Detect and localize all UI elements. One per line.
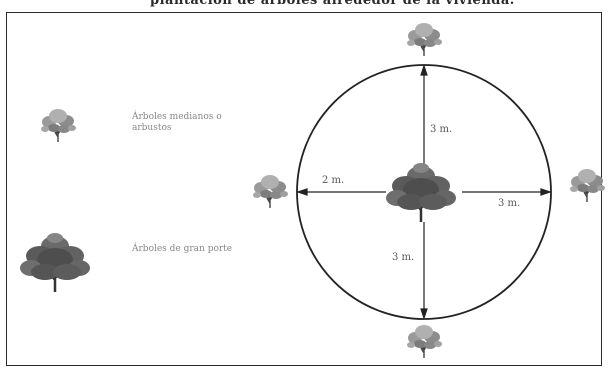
distance-label-up: 3 m. bbox=[430, 124, 452, 135]
left-small-tree-icon bbox=[253, 175, 288, 208]
legend-large-tree-icon bbox=[20, 233, 90, 292]
top-small-tree-icon bbox=[407, 23, 442, 56]
legend-small-tree-label: Árboles medianos o arbustos bbox=[132, 112, 242, 134]
distance-label-down: 3 m. bbox=[392, 252, 414, 263]
legend-small-tree-icon bbox=[41, 109, 76, 142]
distance-label-left: 2 m. bbox=[322, 175, 344, 186]
bottom-small-tree-icon bbox=[407, 325, 442, 358]
distance-label-right: 3 m. bbox=[498, 198, 520, 209]
legend-large-tree-label: Árboles de gran porte bbox=[132, 244, 262, 255]
right-small-tree-icon bbox=[570, 169, 605, 202]
center-large-tree-icon bbox=[386, 163, 456, 222]
